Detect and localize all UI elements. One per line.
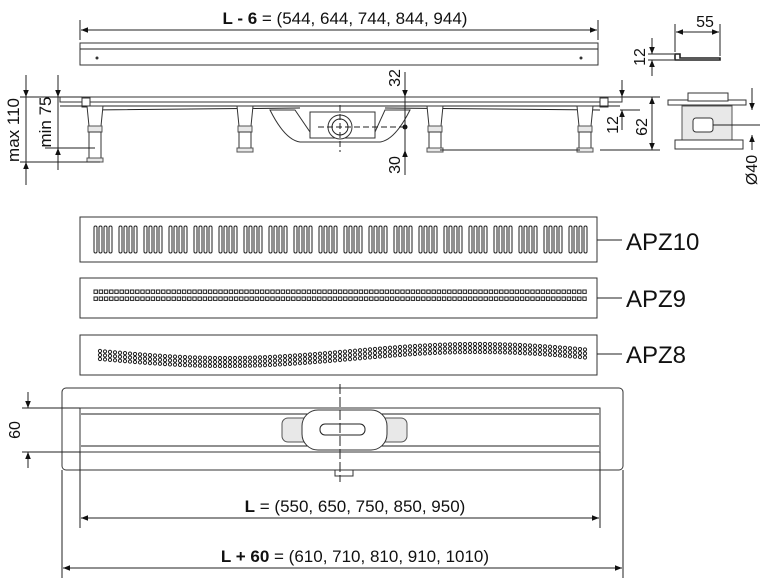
frame-height-label: 12 [605,116,622,134]
grate-label-apz9: APZ9 [626,286,686,313]
cover-strip-view: L - 6 = (544, 644, 744, 844, 944) [79,9,599,66]
side-view: max 110 min 75 32 30 12 62 Ø40 [4,69,761,185]
outlet-diameter-label: Ø40 [744,155,761,185]
profile-section: 55 12 [632,14,721,76]
grate-apz9: APZ9 [79,277,686,319]
profile-height-label: 12 [632,48,649,66]
dimension-label-length: L = (550, 650, 750, 850, 950) [245,497,466,516]
grate-label-apz10: APZ10 [626,229,699,256]
leveling-foot [426,105,444,153]
leveling-foot [236,105,254,153]
dimension-label-top: L - 6 = (544, 644, 744, 844, 944) [223,9,468,28]
grate-apz10: APZ10 [79,216,699,263]
grate-apz8: APZ8 [79,334,686,376]
dimension-label-total-length: L + 60 = (610, 710, 810, 910, 1010) [221,547,489,566]
channel-width-label: 60 [7,421,24,439]
leveling-foot [576,105,594,153]
outlet-top-label: 32 [387,69,404,87]
profile-width-label: 55 [696,14,714,31]
min-height-label: min 75 [36,96,55,147]
outlet-bottom-label: 30 [387,156,404,174]
leveling-foot [86,105,104,163]
top-view: 60 L = (550, 650, 750, 850, 950) L + 60 … [7,384,624,578]
grate-label-apz8: APZ8 [626,342,686,369]
max-height-label: max 110 [4,98,23,162]
total-height-label: 62 [634,118,651,136]
